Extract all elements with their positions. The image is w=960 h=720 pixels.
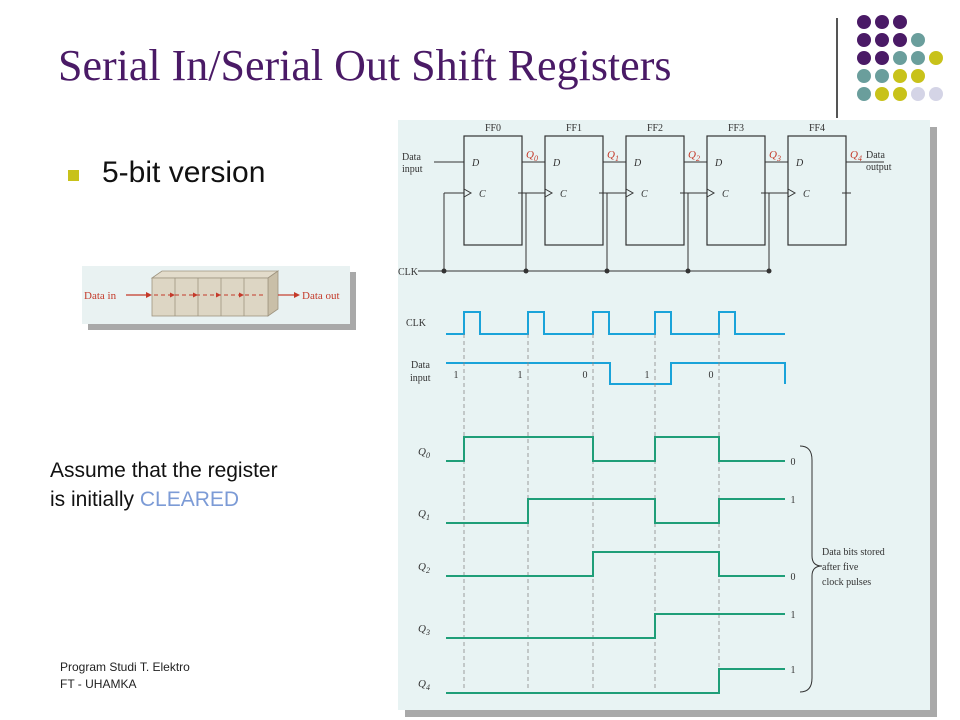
data-in-label: Data in xyxy=(84,290,117,302)
input-bit-label: 1 xyxy=(454,370,459,381)
flipflop-box xyxy=(463,135,523,246)
q-waveform xyxy=(446,551,785,577)
flipflop-box xyxy=(706,135,766,246)
clock-junction xyxy=(766,268,772,274)
flipflop-label: FF0 xyxy=(485,123,501,134)
flipflop-label: FF3 xyxy=(728,123,744,134)
d-input-label: D xyxy=(795,158,804,169)
q-signal-label: Q3 xyxy=(418,623,430,637)
clock-junction xyxy=(523,268,529,274)
timing-data-input-line-2: input xyxy=(410,373,431,384)
c-input-label: C xyxy=(479,189,486,200)
schematic-clk-label: CLK xyxy=(398,267,419,278)
brace-label-line-1: Data bits stored xyxy=(822,547,885,558)
d-input-label: D xyxy=(633,158,642,169)
q-output-label: Q1 xyxy=(607,149,619,163)
input-bit-label: 1 xyxy=(645,370,650,381)
brace-label-line-3: clock pulses xyxy=(822,577,871,588)
c-input-label: C xyxy=(560,189,567,200)
shift-register-block-image: Data in Data out xyxy=(82,266,350,324)
q-output-label: Q2 xyxy=(688,149,700,163)
final-bit-label: 0 xyxy=(791,572,796,583)
q-signal-label: Q2 xyxy=(418,561,430,575)
q-waveform xyxy=(446,498,785,524)
q-signal-label: Q1 xyxy=(418,508,430,522)
timing-data-input-line-1: Data xyxy=(411,360,430,371)
slide-title: Serial In/Serial Out Shift Registers xyxy=(58,41,672,90)
flipflop-box xyxy=(544,135,604,246)
c-input-label: C xyxy=(641,189,648,200)
flipflop-box xyxy=(625,135,685,246)
d-input-label: D xyxy=(471,158,480,169)
q-output-label: Q4 xyxy=(850,149,862,163)
footer-line-2: FT - UHAMKA xyxy=(60,677,137,691)
footer: Program Studi T. Elektro FT - UHAMKA xyxy=(60,659,190,693)
clock-edge-symbol xyxy=(463,188,473,198)
d-input-label: D xyxy=(552,158,561,169)
stored-bits-brace xyxy=(799,445,823,693)
clock-edge-symbol xyxy=(625,188,635,198)
flipflop-label: FF4 xyxy=(809,123,825,134)
assumption-line-1: Assume that the register xyxy=(50,459,278,482)
c-input-label: C xyxy=(722,189,729,200)
data-out-label: Data out xyxy=(302,290,340,302)
final-bit-label: 1 xyxy=(791,495,796,506)
bullet-text: 5-bit version xyxy=(102,156,266,189)
assumption-line-2-prefix: is initially xyxy=(50,488,140,511)
footer-line-1: Program Studi T. Elektro xyxy=(60,660,190,674)
clk-waveform xyxy=(446,311,785,335)
shift-register-figure: DatainputCLKFF0DCQ0FF1DCQ1FF2DCQ2FF3DCQ3… xyxy=(398,123,892,694)
c-input-label: C xyxy=(803,189,810,200)
input-bit-label: 0 xyxy=(709,370,714,381)
clock-junction xyxy=(685,268,691,274)
timing-clk-label: CLK xyxy=(406,318,427,329)
q-waveform xyxy=(446,436,785,462)
schematic-data-input-line-2: input xyxy=(402,164,423,175)
clock-edge-symbol xyxy=(544,188,554,198)
schematic: DatainputCLKFF0DCQ0FF1DCQ1FF2DCQ2FF3DCQ3… xyxy=(398,123,892,278)
data-input-waveform xyxy=(446,362,786,385)
title-divider xyxy=(836,18,838,118)
final-bit-label: 0 xyxy=(791,457,796,468)
flipflop-label: FF2 xyxy=(647,123,663,134)
final-bit-label: 1 xyxy=(791,665,796,676)
decorative-dots xyxy=(857,15,943,101)
clock-junction xyxy=(604,268,610,274)
flipflop-label: FF1 xyxy=(566,123,582,134)
q-signal-label: Q0 xyxy=(418,446,430,460)
input-bit-label: 0 xyxy=(583,370,588,381)
input-bit-label: 1 xyxy=(518,370,523,381)
brace-label-line-2: after five xyxy=(822,562,859,573)
assumption-note: Assume that the register is initially CL… xyxy=(50,456,278,514)
d-input-label: D xyxy=(714,158,723,169)
schematic-data-output-line-1: Data xyxy=(866,150,885,161)
flipflop-box xyxy=(787,135,847,246)
bullet-marker xyxy=(68,170,79,181)
q-output-label: Q3 xyxy=(769,149,781,163)
cleared-highlight: CLEARED xyxy=(139,488,240,511)
final-bit-label: 1 xyxy=(791,610,796,621)
schematic-data-output-line-2: output xyxy=(866,162,892,173)
clock-edge-symbol xyxy=(706,188,716,198)
clock-edge-symbol xyxy=(787,188,797,198)
schematic-data-input-line-1: Data xyxy=(402,152,421,163)
q-signal-label: Q4 xyxy=(418,678,430,692)
clock-junction xyxy=(441,268,447,274)
q-output-label: Q0 xyxy=(526,149,538,163)
q-waveform xyxy=(446,668,785,694)
q-waveform xyxy=(446,613,785,639)
